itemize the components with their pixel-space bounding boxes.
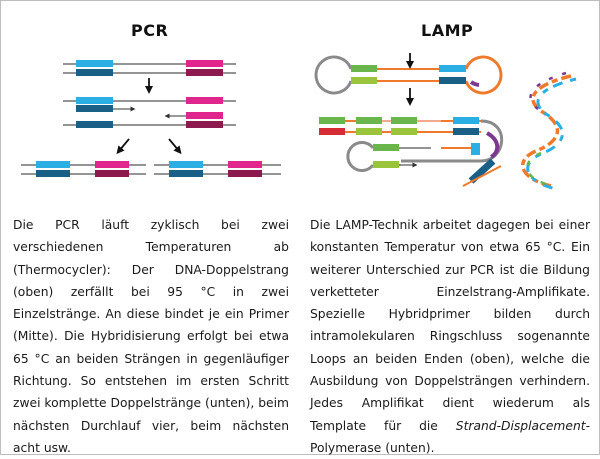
lamp-description-italic: Strand-Displacement [455, 418, 586, 433]
lamp-diagram [314, 53, 577, 191]
pcr-arrow-left [116, 138, 130, 155]
diagram-canvas [21, 53, 577, 191]
lamp-title: LAMP [421, 21, 474, 40]
pcr-double-strand-top [63, 60, 236, 76]
pcr-description: Die PCR läuft zyklisch bei zwei verschie… [13, 214, 289, 459]
pcr-double-strand-bottom-right [154, 161, 281, 177]
lamp-concatemer [521, 71, 577, 191]
pcr-double-strand-bottom-left [21, 161, 146, 177]
lamp-strand-displacement [319, 117, 504, 187]
pcr-title: PCR [131, 21, 169, 40]
lamp-dumbbell-top [314, 55, 503, 95]
pcr-arrow-right [168, 138, 182, 155]
pcr-diagram [21, 60, 281, 177]
lamp-description-text-end: -Polymerase (unten). [310, 418, 590, 455]
lamp-description-text: Die LAMP-Technik arbeitet dagegen bei ei… [310, 218, 590, 433]
pcr-description-text: Die PCR läuft zyklisch bei zwei verschie… [13, 218, 289, 455]
pcr-single-strands-with-primers [63, 97, 236, 128]
lamp-description-paragraph: Die LAMP-Technik arbeitet dagegen bei ei… [310, 214, 590, 459]
lamp-description: Die LAMP-Technik arbeitet dagegen bei ei… [310, 214, 590, 459]
